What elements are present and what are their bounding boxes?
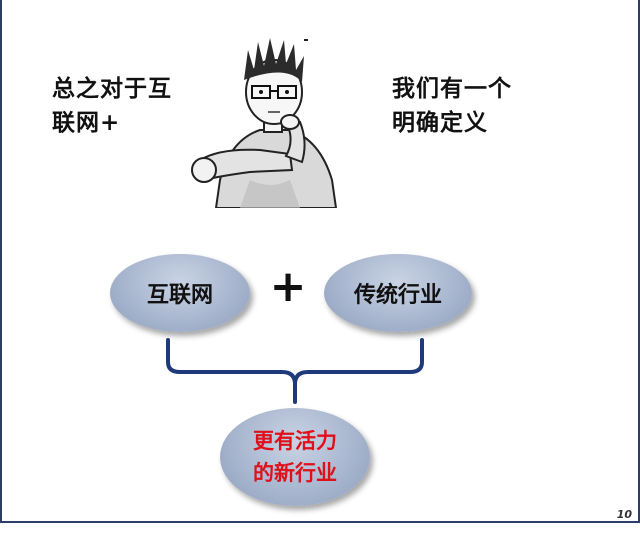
frame-left-border xyxy=(0,0,2,523)
caption-right: 我们有一个 明确定义 xyxy=(392,72,512,140)
new-industry-oval: 更有活力 的新行业 xyxy=(220,408,370,506)
internet-label: 互联网 xyxy=(147,277,213,309)
caption-left-line1: 总之对于互 xyxy=(52,72,172,106)
caption-right-line2: 明确定义 xyxy=(392,106,512,140)
caption-left: 总之对于互 联网+ xyxy=(52,72,172,140)
caption-right-line1: 我们有一个 xyxy=(392,72,512,106)
traditional-industry-oval: 传统行业 xyxy=(324,254,472,332)
thinking-man-illustration xyxy=(190,30,350,208)
page-number: 10 xyxy=(617,508,632,521)
new-industry-line1: 更有活力 xyxy=(253,425,337,457)
internet-oval: 互联网 xyxy=(110,254,250,332)
traditional-industry-label: 传统行业 xyxy=(354,277,442,309)
frame-bottom-border xyxy=(0,521,640,523)
caption-left-line2: 联网+ xyxy=(52,106,172,140)
curly-brace-connector xyxy=(150,332,440,412)
plus-operator: + xyxy=(268,262,308,312)
new-industry-line2: 的新行业 xyxy=(253,457,337,489)
